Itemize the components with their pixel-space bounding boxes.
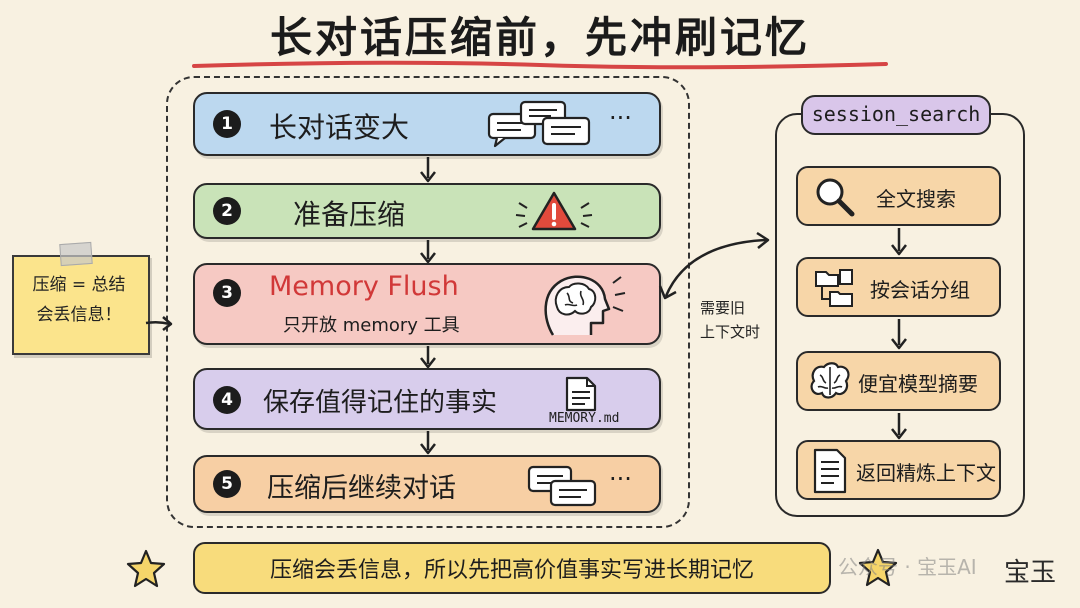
arrow-r2-r3 — [891, 319, 907, 350]
memory-file-label: MEMORY.md — [549, 411, 620, 426]
arrow-1-2 — [420, 157, 436, 183]
sticky-note-text: 压缩 = 总结 会丢信息！ — [12, 270, 146, 330]
search-step-summary-label: 便宜模型摘要 — [858, 372, 978, 396]
flush-process-frame — [166, 76, 690, 528]
watermark: 公众号 · 宝玉AI — [838, 555, 977, 579]
sticky-line-2: 会丢信息！ — [36, 305, 122, 325]
step-4-number: 4 — [213, 386, 241, 414]
search-step-return: 返回精炼上下文 — [796, 440, 1001, 500]
step-5-number: 5 — [213, 470, 241, 498]
signature: 宝玉 — [1004, 558, 1057, 588]
summary-banner-text: 压缩会丢信息，所以先把高价值事实写进长期记忆 — [269, 558, 754, 583]
folder-tree-icon — [815, 269, 853, 307]
sticky-arrow — [145, 316, 173, 331]
step-5-label: 压缩后继续对话 — [267, 473, 456, 504]
arrow-r3-r4 — [891, 413, 907, 440]
summary-banner — [193, 542, 831, 594]
step-4-box: 4 保存值得记住的事实 MEMORY.md — [193, 368, 661, 430]
brain-head-icon — [544, 275, 626, 336]
arrow-4-5 — [420, 431, 436, 455]
step-3-subtitle: 只开放 memory 工具 — [283, 315, 460, 336]
page-title: 长对话压缩前，先冲刷记忆 — [269, 13, 810, 62]
chat-bubbles-icon — [527, 465, 597, 507]
step-2-number: 2 — [213, 197, 241, 225]
step-2-box: 2 准备压缩 — [193, 183, 661, 239]
search-step-fulltext-label: 全文搜索 — [876, 187, 956, 211]
search-step-fulltext: 全文搜索 — [796, 166, 1001, 226]
arrow-r1-r2 — [891, 228, 907, 256]
sticky-line-1: 压缩 = 总结 — [32, 275, 126, 295]
search-step-return-label: 返回精炼上下文 — [856, 461, 996, 485]
step-1-label: 长对话变大 — [269, 111, 410, 144]
step-1-box: 1 长对话变大 ··· — [193, 92, 661, 156]
arrow-2-3 — [420, 240, 436, 264]
brain-icon — [810, 362, 850, 399]
search-step-summary: 便宜模型摘要 — [796, 351, 1001, 411]
document-icon — [565, 376, 597, 412]
step-1-number: 1 — [213, 110, 241, 138]
step-3-title: Memory Flush — [269, 271, 459, 302]
search-step-group: 按会话分组 — [796, 257, 1001, 317]
star-left-icon — [126, 549, 166, 588]
magnifier-icon — [816, 178, 855, 217]
step-3-box: 3 Memory Flush 只开放 memory 工具 — [193, 263, 661, 345]
arrow-3-4 — [420, 346, 436, 369]
connector-label: 需要旧 上下文时 — [700, 296, 780, 344]
session-search-tab: session_search — [801, 95, 991, 135]
chat-bubbles-icon — [487, 100, 591, 148]
step-4-label: 保存值得记住的事实 — [263, 388, 498, 418]
connector-line-2: 上下文时 — [700, 323, 761, 341]
connector-line-1: 需要旧 — [700, 299, 746, 317]
step-3-number: 3 — [213, 279, 241, 307]
connector-arrow — [658, 231, 770, 300]
warning-icon — [515, 191, 593, 231]
document-icon — [813, 448, 847, 494]
step-5-box: 5 压缩后继续对话 ··· — [193, 455, 661, 513]
tape — [59, 241, 93, 267]
star-right-icon — [858, 548, 898, 587]
ellipsis-5: ··· — [609, 465, 632, 493]
step-2-label: 准备压缩 — [293, 198, 406, 231]
title-underline — [192, 60, 888, 70]
search-step-group-label: 按会话分组 — [870, 278, 970, 302]
sticky-note — [12, 255, 150, 355]
ellipsis-1: ··· — [609, 104, 632, 132]
